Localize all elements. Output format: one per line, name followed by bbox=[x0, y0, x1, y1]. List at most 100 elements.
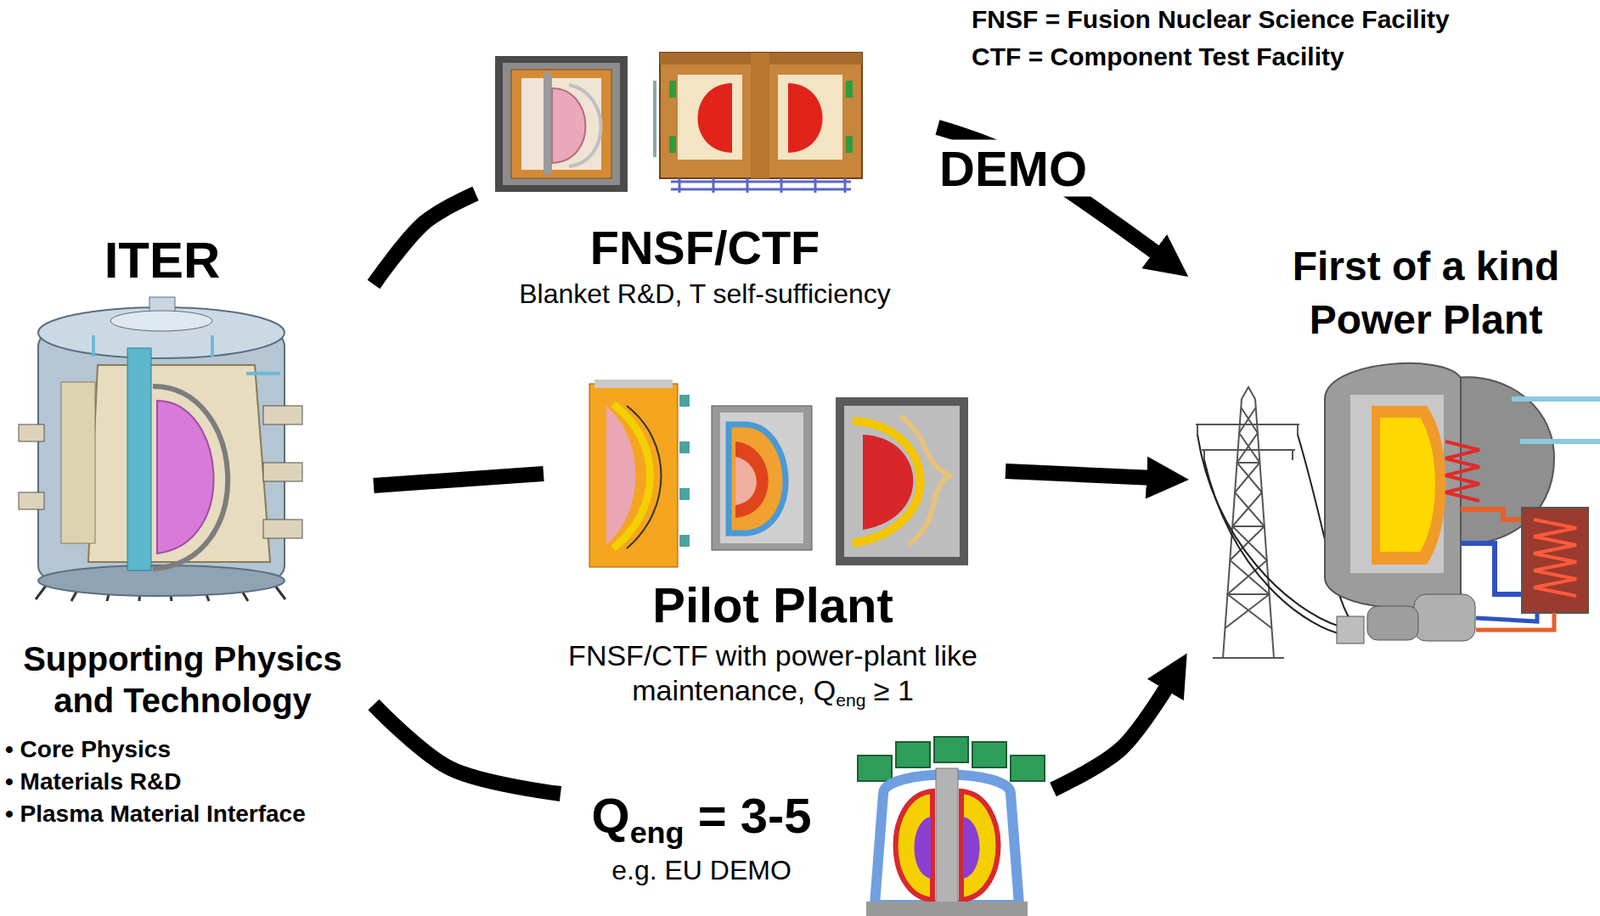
illustration-part bbox=[844, 405, 960, 558]
illustration-part bbox=[1520, 439, 1600, 445]
bullet-item: • Core Physics bbox=[5, 735, 371, 765]
illustration-part bbox=[543, 73, 553, 175]
illustration-part bbox=[1212, 657, 1285, 660]
fnsf-illustration bbox=[495, 52, 862, 193]
illustration-part bbox=[934, 737, 969, 763]
illustration-part bbox=[1324, 363, 1461, 609]
illustration-part bbox=[735, 441, 769, 519]
eu-demo-illustration bbox=[857, 737, 1045, 916]
illustration-part bbox=[1476, 613, 1538, 622]
illustration-part bbox=[750, 52, 770, 179]
illustration-part bbox=[728, 424, 786, 534]
illustration-part bbox=[659, 52, 862, 179]
illustration-part bbox=[1336, 616, 1364, 644]
text-part: FNSF/CTF with power-plant like maintenan… bbox=[568, 639, 978, 707]
illustration-part bbox=[1222, 387, 1274, 659]
illustration-part bbox=[495, 56, 628, 192]
illustration-part bbox=[263, 519, 303, 539]
subscript: eng bbox=[835, 690, 866, 710]
stage-subtitle: e.g. EU DEMO bbox=[560, 854, 843, 887]
stage-title: Qeng = 3-5 bbox=[560, 788, 843, 846]
illustration-part bbox=[679, 488, 690, 501]
illustration-part bbox=[1414, 594, 1476, 642]
illustration-part bbox=[93, 335, 281, 374]
illustration-part bbox=[1296, 424, 1299, 435]
illustration-part bbox=[1291, 450, 1294, 461]
illustration-part bbox=[61, 382, 96, 544]
pilot-plant-stage: Pilot PlantFNSF/CTF with power-plant lik… bbox=[543, 373, 1006, 722]
stage-title: ITER bbox=[0, 230, 325, 290]
illustration-part bbox=[511, 69, 612, 179]
illustration-part bbox=[246, 371, 281, 376]
illustration-part bbox=[88, 365, 271, 563]
illustration-part bbox=[1511, 396, 1600, 402]
illustration-part bbox=[569, 84, 602, 167]
subscript: eng bbox=[630, 815, 685, 851]
iter-stage: ITERSupporting Physics and Technology• C… bbox=[0, 229, 374, 833]
illustration-part bbox=[677, 74, 743, 160]
illustration-part bbox=[895, 791, 934, 901]
illustration-part bbox=[589, 383, 678, 568]
illustration-part bbox=[844, 178, 847, 193]
illustration-part bbox=[845, 80, 853, 98]
illustration-part bbox=[1225, 407, 1270, 629]
illustration-part bbox=[127, 348, 152, 571]
illustration-part bbox=[1196, 424, 1199, 435]
illustration-part bbox=[1201, 449, 1296, 451]
text-part: = 3-5 bbox=[684, 788, 812, 844]
power-plant-goal: First of a kind Power Plant bbox=[1188, 239, 1600, 659]
illustration-part bbox=[895, 742, 930, 768]
illustration-part bbox=[1197, 434, 1341, 627]
illustration-part bbox=[157, 400, 215, 554]
illustration-part bbox=[1227, 407, 1272, 629]
illustration-part bbox=[852, 421, 921, 544]
illustration-part bbox=[263, 462, 303, 482]
illustration-part bbox=[38, 307, 285, 359]
illustration-part bbox=[735, 456, 757, 506]
abbreviation-note: CTF = Component Test Facility bbox=[971, 42, 1345, 72]
illustration-part bbox=[670, 178, 851, 193]
illustration-part bbox=[670, 180, 851, 184]
bullet-item: • Materials R&D bbox=[5, 767, 371, 797]
illustration-part bbox=[110, 310, 213, 332]
illustration-part bbox=[1521, 507, 1589, 614]
illustration-part bbox=[835, 397, 969, 566]
eu-demo-stage: Qeng = 3-5 e.g. EU DEMO bbox=[560, 738, 1054, 909]
stage-subtitle: FNSF/CTF with power-plant like maintenan… bbox=[543, 638, 1003, 709]
illustration-part bbox=[914, 816, 932, 879]
text-part: ≥ 1 bbox=[865, 674, 913, 707]
illustration-part bbox=[712, 178, 716, 193]
illustration-part bbox=[91, 335, 96, 357]
illustration-part bbox=[1232, 525, 1265, 528]
edge-label: DEMO bbox=[934, 140, 1093, 198]
abbreviation-note: FNSF = Fusion Nuclear Science Facility bbox=[971, 5, 1450, 34]
stage-title: Pilot Plant bbox=[543, 577, 1003, 635]
flow-arrow bbox=[373, 473, 544, 486]
illustration-part bbox=[679, 394, 690, 407]
illustration-part bbox=[780, 178, 784, 193]
illustration-part bbox=[1460, 509, 1522, 520]
illustration-part bbox=[862, 434, 913, 530]
flow-arrow bbox=[1053, 675, 1174, 790]
text-part: Q bbox=[591, 788, 631, 844]
iter-illustration bbox=[18, 297, 303, 602]
fnsf-ctf-stage: FNSF/CTFBlanket R&D, T self-sufficiency bbox=[475, 46, 938, 327]
illustration-part bbox=[963, 816, 981, 879]
connector-group bbox=[373, 127, 1174, 795]
illustration-part bbox=[552, 88, 586, 164]
stage-subtitle: Blanket R&D, T self-sufficiency bbox=[475, 277, 935, 310]
illustration-part bbox=[653, 80, 657, 158]
illustration-part bbox=[210, 335, 215, 357]
illustration-part bbox=[1195, 423, 1300, 426]
illustration-part bbox=[720, 412, 804, 544]
goal-title: First of a kind Power Plant bbox=[1252, 239, 1600, 348]
illustration-part bbox=[669, 135, 677, 153]
illustration-part bbox=[972, 742, 1007, 768]
illustration-part bbox=[38, 332, 285, 580]
illustration-part bbox=[814, 178, 817, 193]
pilot-plant-illustration bbox=[589, 379, 969, 568]
illustration-part bbox=[1237, 461, 1261, 464]
flow-arrow bbox=[373, 193, 476, 285]
illustration-part bbox=[746, 178, 750, 193]
